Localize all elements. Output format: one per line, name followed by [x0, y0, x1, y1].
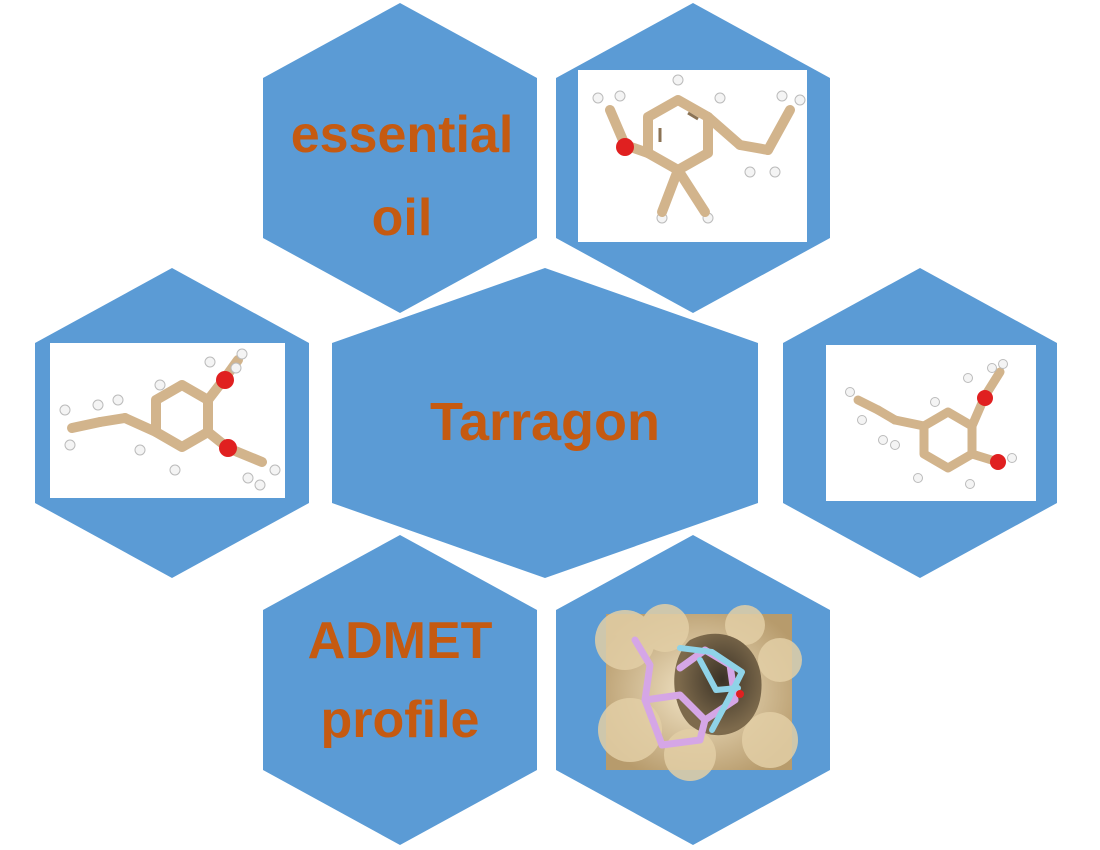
admet-label-line2: profile: [321, 691, 480, 749]
hex-admet: [263, 535, 537, 845]
hex-essential-oil: [263, 3, 537, 313]
hex-center-tarragon: [332, 268, 758, 578]
eugenol-molecule-icon: [826, 345, 1036, 501]
estragole-molecule-icon: [578, 70, 807, 242]
docking-pose-icon: [595, 604, 802, 781]
essential-oil-label-line2: oil: [372, 189, 433, 247]
methyleugenol-molecule-icon: [50, 343, 285, 498]
essential-oil-label-line1: essential: [291, 106, 514, 164]
admet-label-line1: ADMET: [308, 612, 493, 670]
molecule-panel-top: [578, 70, 807, 242]
center-label: Tarragon: [430, 392, 660, 452]
